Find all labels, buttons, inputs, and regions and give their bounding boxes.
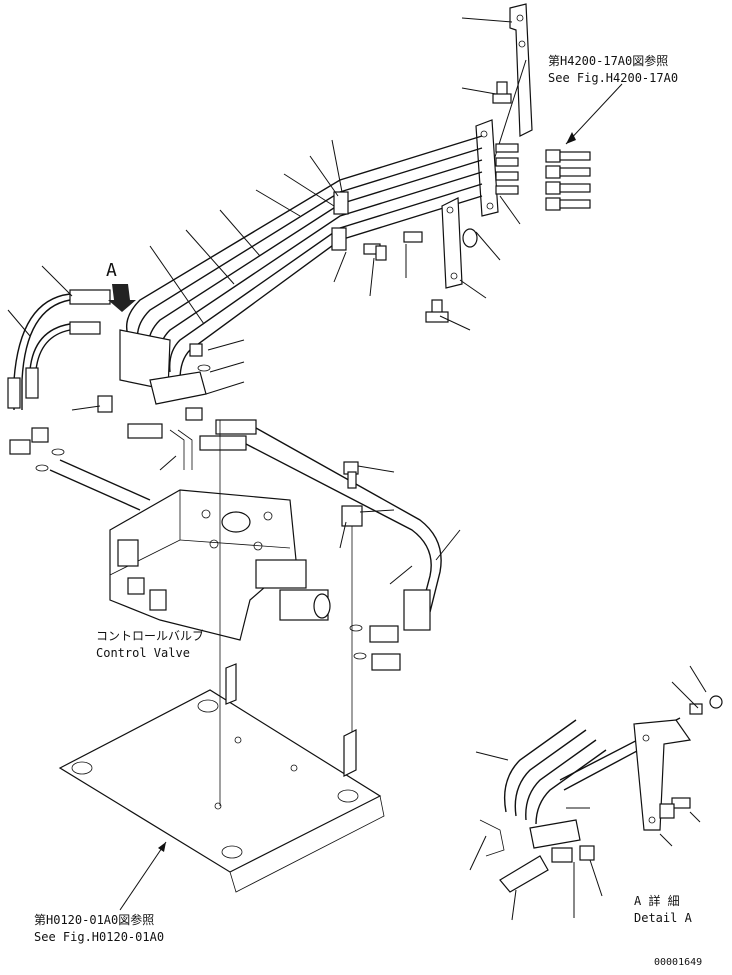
manifold-bracket [97,329,211,470]
detail-label-en: Detail A [634,911,693,925]
plate-ref-line [119,841,167,911]
lower-clamp [341,461,363,738]
mounting-plate [58,420,385,893]
ref-top-en: See Fig.H4200-17A0 [548,71,678,85]
left-hoses [7,289,111,472]
leader-lines [7,17,707,921]
valve-label-en: Control Valve [96,646,190,660]
ref-bottom-jp: 第H0120-01A0図参照 [34,912,154,927]
hose-fittings-set [545,149,591,211]
upper-bracket [493,3,533,161]
drawing-number: 00001649 [654,957,702,968]
ref-bottom-en: See Fig.H0120-01A0 [34,930,164,944]
ref-arrowhead [566,132,576,144]
pipe-bundle [126,135,483,381]
clamp-bolts [363,231,423,261]
plate-ref-arrowhead [158,842,166,852]
lower-pipes [49,419,442,615]
detail-label-jp: A 詳 細 [634,893,680,908]
mid-bracket [441,197,478,289]
control-valve [109,489,431,671]
detail-a-drawing [479,695,723,893]
pipe-clamp-upper [331,191,349,251]
upper-bolt [492,81,512,104]
valve-label-jp: コントロールバルブ [96,628,204,643]
view-a-arrow [108,284,136,312]
ref-top-jp: 第H4200-17A0図参照 [548,53,668,68]
ref-arrow-line [565,83,623,145]
view-a-label: A [106,260,117,281]
hose-holder-block [475,119,519,217]
mid-bolt [425,299,449,323]
